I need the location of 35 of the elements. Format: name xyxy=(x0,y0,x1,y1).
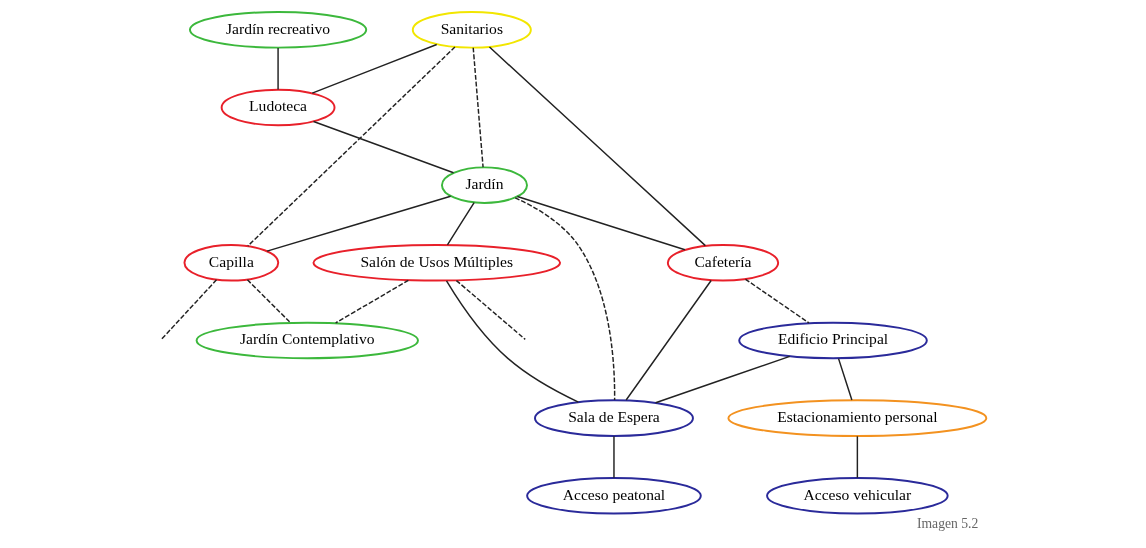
caption: Imagen 5.2 xyxy=(916,516,978,532)
node-ellipse: Salón de Usos Múltiples xyxy=(312,244,561,282)
node-ellipse: Acceso vehicular xyxy=(765,477,949,515)
connector xyxy=(624,279,712,401)
connector xyxy=(265,195,451,252)
connector xyxy=(516,195,686,251)
node-ellipse: Sanitarios xyxy=(411,11,532,49)
connector xyxy=(246,46,456,247)
connector xyxy=(446,201,475,246)
node-ellipse: Ludoteca xyxy=(220,88,335,127)
node-ellipse: Sala de Espera xyxy=(533,399,694,437)
connector xyxy=(744,278,810,324)
node-ellipse: Jardín xyxy=(440,166,528,204)
connector xyxy=(514,197,615,401)
connector xyxy=(445,280,579,403)
connector xyxy=(472,47,484,168)
node-ellipse: Cafetería xyxy=(666,244,779,282)
connector xyxy=(160,279,217,341)
connector xyxy=(488,46,706,247)
connector xyxy=(654,355,790,404)
connector xyxy=(276,47,279,91)
connector xyxy=(455,279,526,341)
connector xyxy=(334,279,409,324)
node-ellipse: Estacionamiento personal xyxy=(726,399,987,437)
connector xyxy=(612,435,615,479)
connector xyxy=(312,120,454,174)
node-ellipse: Edificio Principal xyxy=(737,321,928,360)
node-ellipse: Jardín Contemplativo xyxy=(195,321,419,360)
connector xyxy=(246,279,291,324)
connector xyxy=(311,43,437,94)
connector xyxy=(856,435,858,479)
connector xyxy=(837,357,853,401)
node-ellipse: Jardín recreativo xyxy=(188,11,367,49)
node-ellipse: Acceso peatonal xyxy=(525,477,702,515)
node-ellipse: Capilla xyxy=(182,244,279,282)
